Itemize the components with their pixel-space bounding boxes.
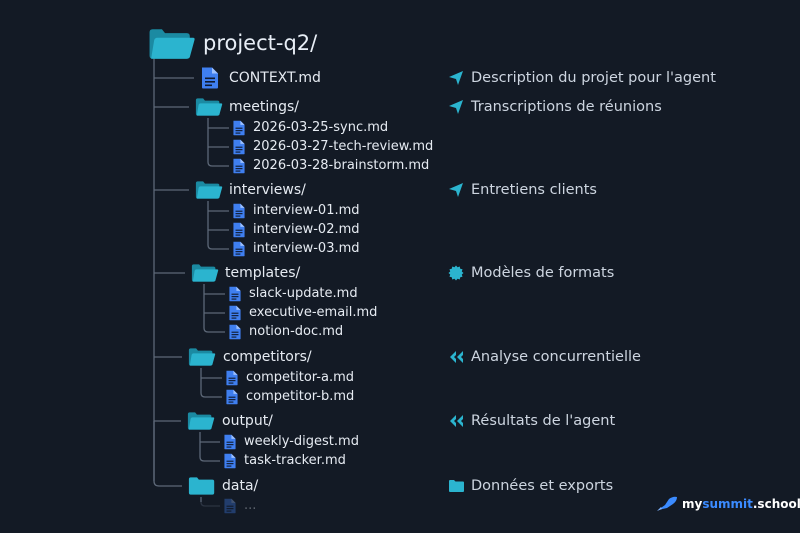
folder-name[interactable]: interviews/ <box>229 182 306 198</box>
double-chevron-left-icon <box>448 413 465 429</box>
entry-description: Description du projet pour l'agent <box>471 70 716 86</box>
doc-icon <box>232 158 246 174</box>
navigation-arrow-icon <box>448 70 465 86</box>
file-name[interactable]: weekly-digest.md <box>244 434 359 449</box>
folder-name[interactable]: templates/ <box>225 265 301 281</box>
file-name[interactable]: CONTEXT.md <box>229 70 321 86</box>
doc-icon <box>232 222 246 238</box>
entry-description: Résultats de l'agent <box>471 413 616 429</box>
doc-icon <box>228 286 242 302</box>
file-doc-icon <box>200 66 220 90</box>
doc-icon <box>223 498 237 514</box>
folder-name[interactable]: competitors/ <box>223 349 312 365</box>
brand-name: mysummit.school <box>682 497 800 511</box>
tree-connector <box>203 327 225 333</box>
folder-open-icon <box>195 96 223 118</box>
entry-description: Transcriptions de réunions <box>471 99 662 115</box>
folder-open-icon <box>187 410 215 432</box>
file-name[interactable]: 2026-03-28-brainstorm.md <box>253 158 430 173</box>
entry-description: Entretiens clients <box>471 182 597 198</box>
file-name[interactable]: task-tracker.md <box>244 453 346 468</box>
tree-connector <box>199 456 220 462</box>
folder-small-icon <box>448 478 465 494</box>
doc-icon <box>232 139 246 155</box>
tree-connector <box>207 244 229 250</box>
badge-seal-icon <box>448 265 465 281</box>
doc-icon <box>232 120 246 136</box>
folder-open-icon <box>188 346 216 368</box>
folder-name[interactable]: output/ <box>222 413 273 429</box>
tree-connector <box>200 501 220 507</box>
root-folder-icon <box>148 26 196 62</box>
root-folder-name[interactable]: project-q2/ <box>203 31 318 55</box>
file-name[interactable]: notion-doc.md <box>249 324 344 339</box>
doc-icon <box>228 324 242 340</box>
brand-logo: mysummit.school <box>656 496 800 512</box>
navigation-arrow-icon <box>448 99 465 115</box>
file-name[interactable]: 2026-03-27-tech-review.md <box>253 139 434 154</box>
tree-connector <box>200 392 222 398</box>
tree-connector <box>207 161 229 167</box>
rocket-icon <box>657 496 677 511</box>
folder-name[interactable]: data/ <box>222 478 259 494</box>
doc-icon <box>223 434 237 450</box>
file-name[interactable]: competitor-a.md <box>246 370 354 385</box>
entry-description: Données et exports <box>471 478 614 494</box>
doc-icon <box>232 241 246 257</box>
folder-open-icon <box>195 179 223 201</box>
doc-icon <box>225 370 239 386</box>
folder-open-icon <box>191 262 219 284</box>
doc-icon <box>232 203 246 219</box>
file-name[interactable]: interview-01.md <box>253 203 360 218</box>
tree-connector <box>153 421 182 487</box>
file-name[interactable]: interview-02.md <box>253 222 360 237</box>
file-name[interactable]: competitor-b.md <box>246 389 355 404</box>
file-name[interactable]: slack-update.md <box>249 286 358 301</box>
doc-icon <box>228 305 242 321</box>
doc-icon <box>225 389 239 405</box>
folder-closed-icon <box>188 475 216 497</box>
file-name[interactable]: ... <box>244 498 257 513</box>
entry-description: Modèles de formats <box>471 265 615 281</box>
double-chevron-left-icon <box>448 349 465 365</box>
doc-icon <box>223 453 237 469</box>
file-name[interactable]: executive-email.md <box>249 305 378 320</box>
file-name[interactable]: interview-03.md <box>253 241 360 256</box>
entry-description: Analyse concurrentielle <box>471 349 641 365</box>
folder-name[interactable]: meetings/ <box>229 99 300 115</box>
file-name[interactable]: 2026-03-25-sync.md <box>253 120 389 135</box>
navigation-arrow-icon <box>448 182 465 198</box>
